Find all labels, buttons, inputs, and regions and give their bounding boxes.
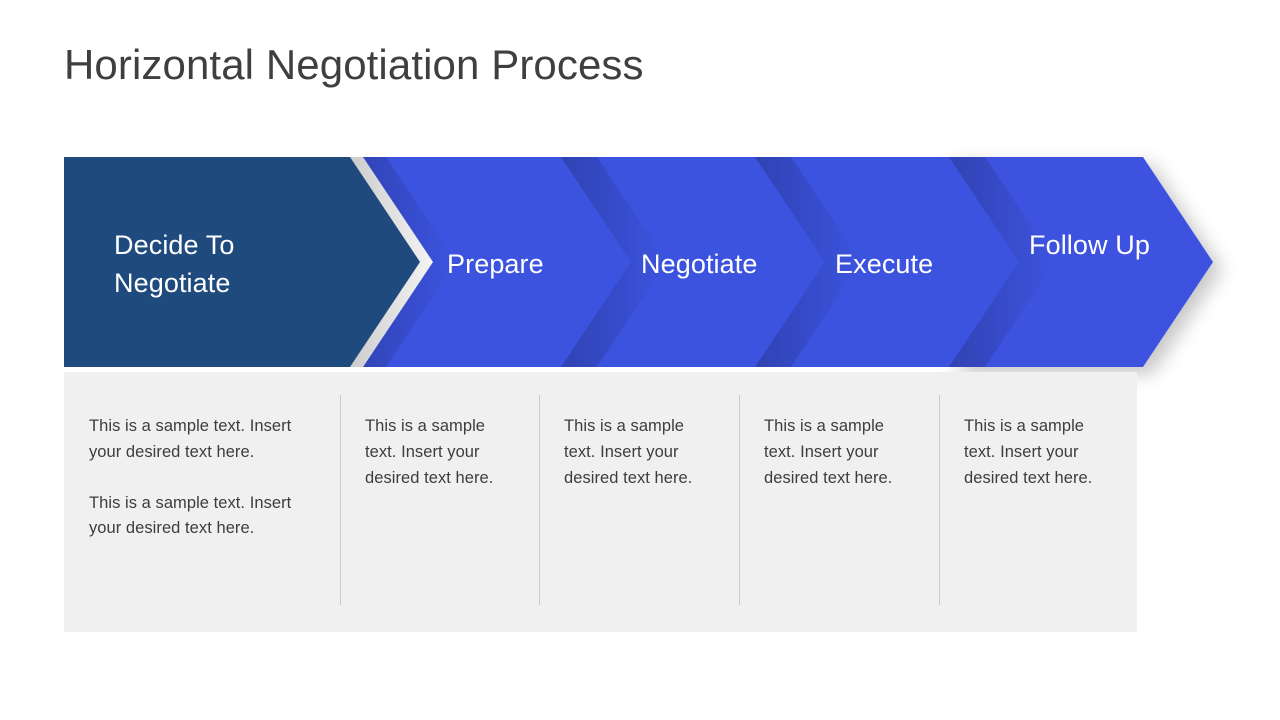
description-column-1: This is a sample text. Insert your desir… xyxy=(64,372,340,632)
chevron-step-2[interactable] xyxy=(363,157,667,367)
description-column-3: This is a sample text. Insert your desir… xyxy=(539,372,739,632)
description-paragraph: This is a sample text. Insert your desir… xyxy=(365,417,494,487)
description-panel: This is a sample text. Insert your desir… xyxy=(64,372,1137,632)
description-paragraph: This is a sample text. Insert your desir… xyxy=(764,417,893,487)
description-paragraph: This is a sample text. Insert your desir… xyxy=(89,493,292,538)
page-title: Horizontal Negotiation Process xyxy=(64,41,644,88)
description-column-2: This is a sample text. Insert your desir… xyxy=(340,372,539,632)
chevron-step-1[interactable] xyxy=(64,157,456,367)
description-column-5: This is a sample text. Insert your desir… xyxy=(939,372,1137,632)
description-paragraph: This is a sample text. Insert your desir… xyxy=(964,417,1093,487)
description-paragraph: This is a sample text. Insert your desir… xyxy=(89,417,292,461)
description-paragraph: This is a sample text. Insert your desir… xyxy=(564,417,693,487)
process-chevron-graphics xyxy=(64,157,1213,367)
process-chevron-band: Decide To Negotiate Prepare Negotiate Ex… xyxy=(64,157,1216,367)
description-column-4: This is a sample text. Insert your desir… xyxy=(739,372,939,632)
